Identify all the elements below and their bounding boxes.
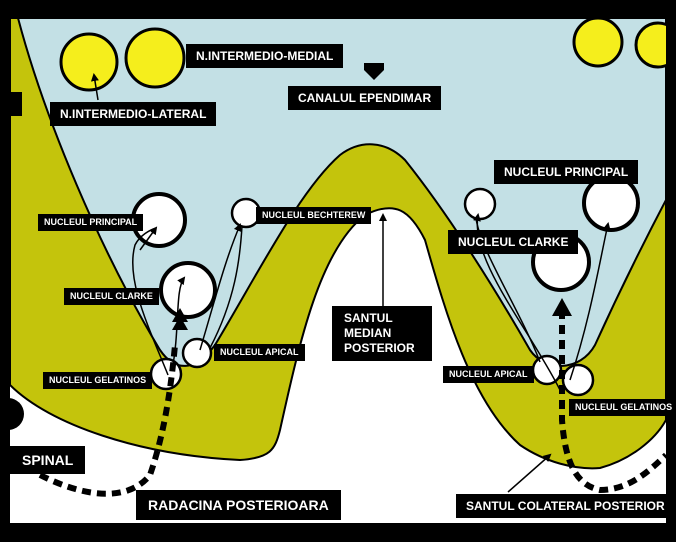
label-nucleul-gelatinos-left: NUCLEUL GELATINOS [43,372,153,389]
left-edge-marker [10,92,22,116]
nucleus-yellow-right-1 [572,18,624,68]
label-nucleul-clarke-left: NUCLEUL CLARKE [64,288,159,305]
bottom-frame-bar [0,523,676,542]
nucleus-intermedio-medial [124,27,186,89]
label-n-intermedio-lateral: N.INTERMEDIO-LATERAL [50,102,217,126]
nucleus-apical-right [531,354,563,386]
top-frame-bar [0,0,676,18]
central-canal-marker [364,63,384,80]
nucleus-apical-left [181,337,213,369]
nucleus-intermedio-lateral [59,32,119,92]
label-canalul-ependimar: CANALUL EPENDIMAR [288,86,442,110]
left-dorsal-root-path [38,308,188,497]
left-frame-bar [0,18,10,523]
right-frame-bar [666,0,676,542]
label-spinal: SPINAL [10,446,86,474]
label-nucleul-apical-right: NUCLEUL APICAL [443,366,534,383]
nucleus-principal-right [582,174,640,232]
left-edge-nucleus [10,398,24,430]
label-radacina-posterioara: RADACINA POSTERIOARA [136,490,341,520]
label-nucleul-clarke-right: NUCLEUL CLARKE [448,230,579,254]
label-nucleul-bechterew: NUCLEUL BECHTEREW [256,207,372,224]
nucleus-yellow-right-2 [634,21,666,69]
nucleus-small-right [463,187,497,221]
label-santul-median-line2: MEDIAN [344,326,392,340]
label-n-intermedio-medial: N.INTERMEDIO-MEDIAL [186,44,344,68]
label-nucleul-apical-left: NUCLEUL APICAL [214,344,305,361]
right-dorsal-root-path [552,298,669,494]
nucleus-gelatinos-left [149,357,183,391]
label-santul-median-posterior: SANTUL MEDIAN POSTERIOR [332,306,432,361]
label-nucleul-gelatinos-right: NUCLEUL GELATINOS [569,399,676,416]
label-nucleul-principal-right: NUCLEUL PRINCIPAL [494,160,639,184]
label-santul-colateral-posterior: SANTUL COLATERAL POSTERIOR [456,494,666,518]
label-santul-median-line3: POSTERIOR [344,341,415,355]
label-nucleul-principal-left: NUCLEUL PRINCIPAL [38,214,144,231]
label-santul-median-line1: SANTUL [344,311,393,325]
nucleus-gelatinos-right [561,363,595,397]
nucleus-clarke-left [159,261,217,319]
